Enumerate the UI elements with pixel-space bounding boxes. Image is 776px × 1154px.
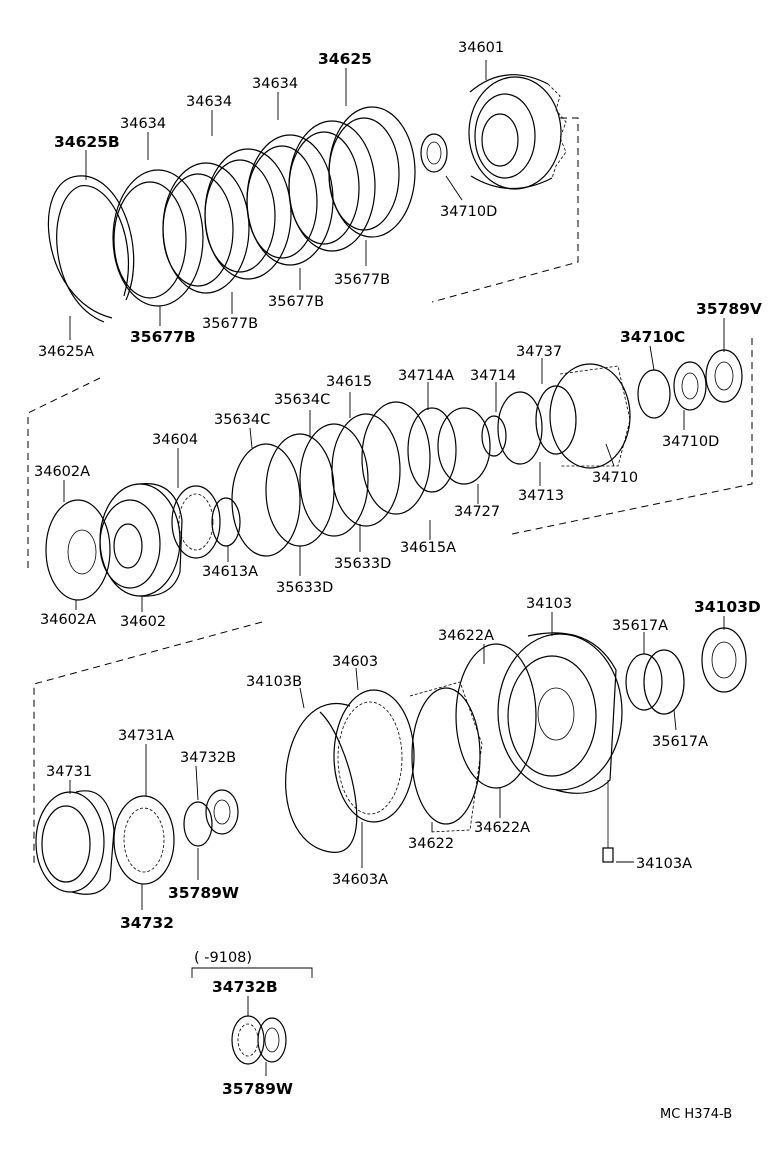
label-34732B: 34732B (180, 750, 236, 766)
label-35677B-a: 35677B (334, 272, 390, 288)
label-34622A-a: 34622A (438, 628, 494, 644)
label-34710D-top: 34710D (440, 204, 497, 220)
seal-ring-34622A (455, 643, 537, 789)
leaders-bottom (69, 612, 725, 910)
thrust-washers-right (637, 349, 743, 419)
date-range-label: ( -9108) (194, 950, 252, 966)
label-34603A: 34603A (332, 872, 388, 888)
label-34622: 34622 (408, 836, 454, 852)
clutch-disc-stack-top (112, 106, 416, 307)
sun-gear-34732 (113, 795, 175, 885)
thrust-washer-34710D-top (420, 133, 448, 173)
thrust-washers-34732B (183, 789, 239, 847)
label-34714A: 34714A (398, 368, 454, 384)
label-34727: 34727 (454, 504, 500, 520)
label-35634C-b: 35634C (214, 412, 270, 428)
label-34714: 34714 (470, 368, 516, 384)
piston-34622 (409, 681, 483, 833)
spring-retainer-34604 (171, 485, 221, 559)
group-outline-middle (27, 338, 753, 568)
label-34731: 34731 (46, 764, 92, 780)
drum-34731 (35, 790, 115, 895)
snap-ring-34103B (285, 703, 358, 853)
label-34634-c: 34634 (120, 116, 166, 132)
inset-washers (231, 1015, 287, 1065)
planetary-carrier-34710 (535, 363, 631, 469)
label-35633D-a: 35633D (334, 556, 391, 572)
label-34602: 34602 (120, 614, 166, 630)
snap-ring-34625A (48, 175, 135, 323)
label-34713: 34713 (518, 488, 564, 504)
label-34634-b: 34634 (186, 94, 232, 110)
label-35617A-b: 35617A (652, 734, 708, 750)
label-34625: 34625 (318, 50, 372, 68)
label-34732: 34732 (120, 914, 174, 932)
seal-rings-35617A (625, 649, 685, 715)
label-35677B-c: 35677B (202, 316, 258, 332)
leaders-middle (63, 318, 725, 612)
label-34731A: 34731A (118, 728, 174, 744)
label-34625B: 34625B (54, 133, 120, 151)
label-34710C: 34710C (620, 328, 685, 346)
label-35633D-b: 35633D (276, 580, 333, 596)
label-35634C-a: 35634C (274, 392, 330, 408)
label-34732B-inset: 34732B (212, 978, 278, 996)
label-34103: 34103 (526, 596, 572, 612)
label-34602A-top: 34602A (34, 464, 90, 480)
label-34603: 34603 (332, 654, 378, 670)
label-35677B-d: 35677B (130, 328, 196, 346)
diagram-code: MC H374-B (660, 1107, 732, 1122)
label-34103A: 34103A (636, 856, 692, 872)
snap-ring-34613A (211, 497, 241, 547)
label-34615: 34615 (326, 374, 372, 390)
label-34103D: 34103D (694, 598, 761, 616)
clutch-drum-34601 (468, 74, 567, 190)
label-35789W: 35789W (168, 884, 239, 902)
plate-34603 (333, 689, 415, 823)
bolt-34103A (602, 780, 614, 863)
label-34622A-b: 34622A (474, 820, 530, 836)
label-34634-a: 34634 (252, 76, 298, 92)
inset-bracket (191, 967, 313, 978)
leaders-top (69, 60, 487, 340)
label-34737: 34737 (516, 344, 562, 360)
thrust-washer-34602A (45, 499, 111, 601)
label-34103B: 34103B (246, 674, 302, 690)
label-34625A: 34625A (38, 344, 94, 360)
label-35677B-b: 35677B (268, 294, 324, 310)
label-34613A: 34613A (202, 564, 258, 580)
brake-housing-34103 (497, 632, 623, 794)
label-34710D-mid: 34710D (662, 434, 719, 450)
label-34604: 34604 (152, 432, 198, 448)
thrust-washer-34103D (701, 627, 747, 693)
group-outline-bottom (33, 621, 263, 866)
label-35789W-inset: 35789W (222, 1080, 293, 1098)
clutch-hub-34602 (99, 483, 183, 597)
group-outline-top (431, 117, 579, 303)
label-34710: 34710 (592, 470, 638, 486)
label-34615A: 34615A (400, 540, 456, 556)
hub-34714 (437, 391, 543, 485)
label-34601: 34601 (458, 40, 504, 56)
label-35617A-a: 35617A (612, 618, 668, 634)
label-34602A-bot: 34602A (40, 612, 96, 628)
label-35789V: 35789V (696, 300, 762, 318)
